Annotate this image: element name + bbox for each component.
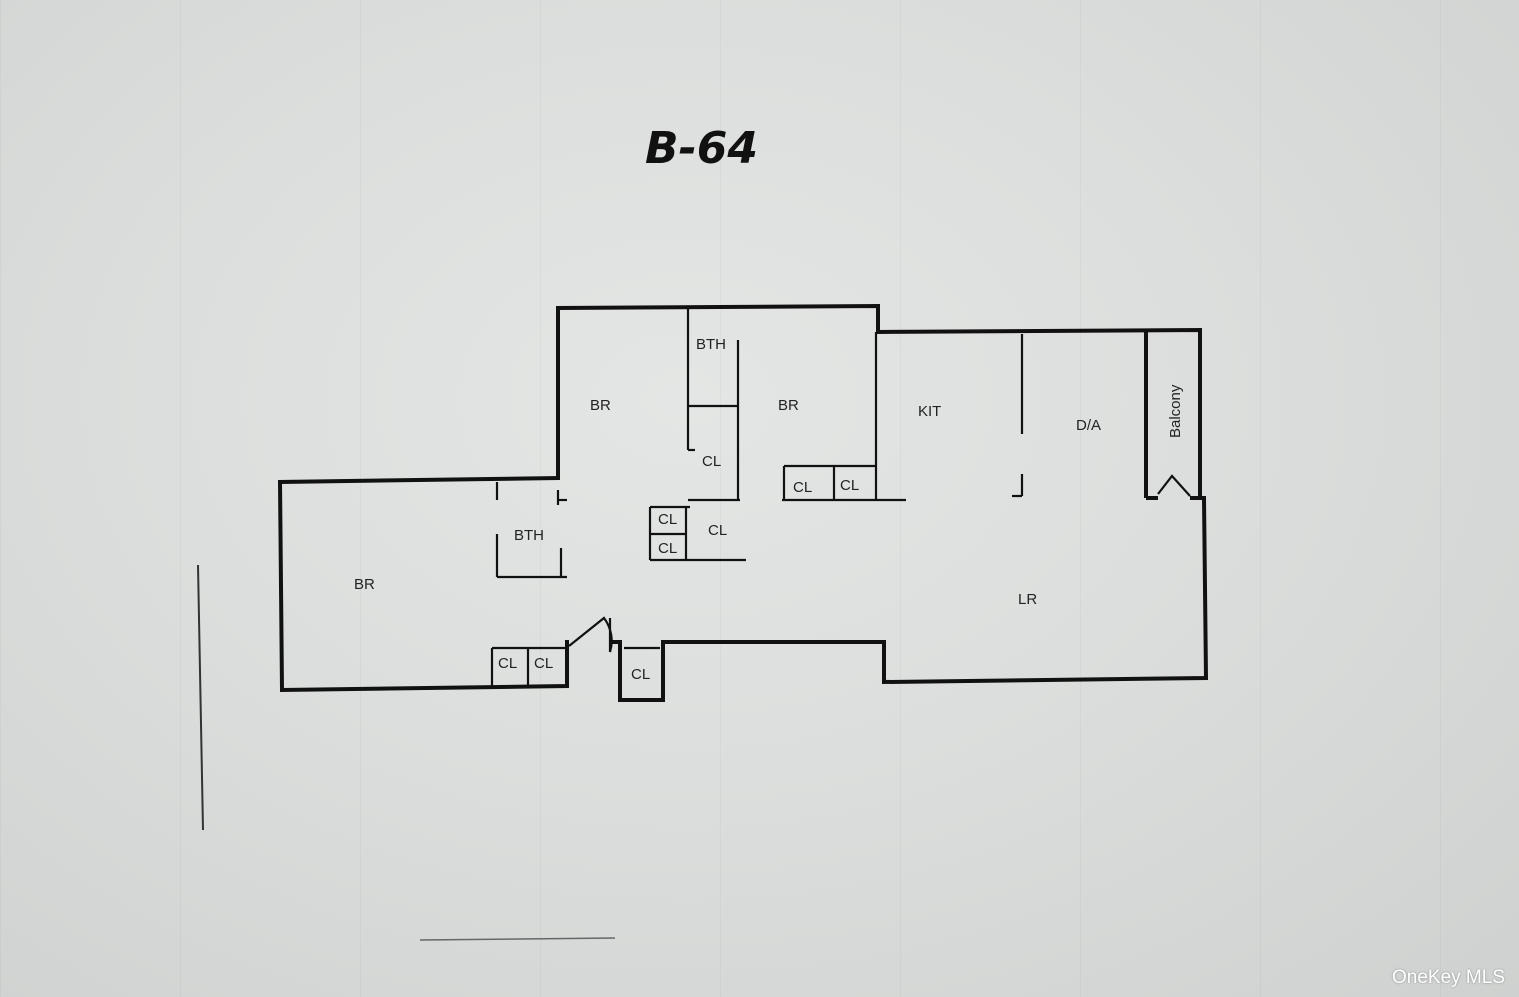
room-label-cl-small-b: CL (793, 479, 812, 496)
room-label-cl-center: CL (702, 453, 721, 470)
room-label-cl-bottom-a: CL (498, 655, 517, 672)
interior-walls (490, 308, 1204, 686)
room-label-br-middle: BR (590, 397, 611, 414)
unit-label: B-64 (645, 123, 758, 174)
stray-line-bottom (419, 937, 616, 941)
room-label-da: D/A (1076, 417, 1101, 434)
room-label-br-left: BR (354, 576, 375, 593)
room-label-cl-bottom-b: CL (534, 655, 553, 672)
room-label-cl-small-c: CL (840, 477, 859, 494)
room-label-balcony: Balcony (1167, 384, 1184, 438)
watermark: OneKey MLS (1392, 967, 1505, 988)
room-label-kit: KIT (918, 403, 941, 420)
room-label-br-right: BR (778, 397, 799, 414)
room-label-lr: LR (1018, 591, 1037, 608)
room-label-cl-bottom-c: CL (631, 666, 650, 683)
exterior-walls (277, 303, 1209, 702)
room-label-cl-pair-a: CL (658, 511, 677, 528)
stray-line-left (197, 564, 204, 831)
room-label-bth-top: BTH (696, 336, 726, 353)
room-label-bth-left: BTH (514, 527, 544, 544)
room-label-cl-pair-b: CL (658, 540, 677, 557)
room-label-cl-small-a: CL (708, 522, 727, 539)
